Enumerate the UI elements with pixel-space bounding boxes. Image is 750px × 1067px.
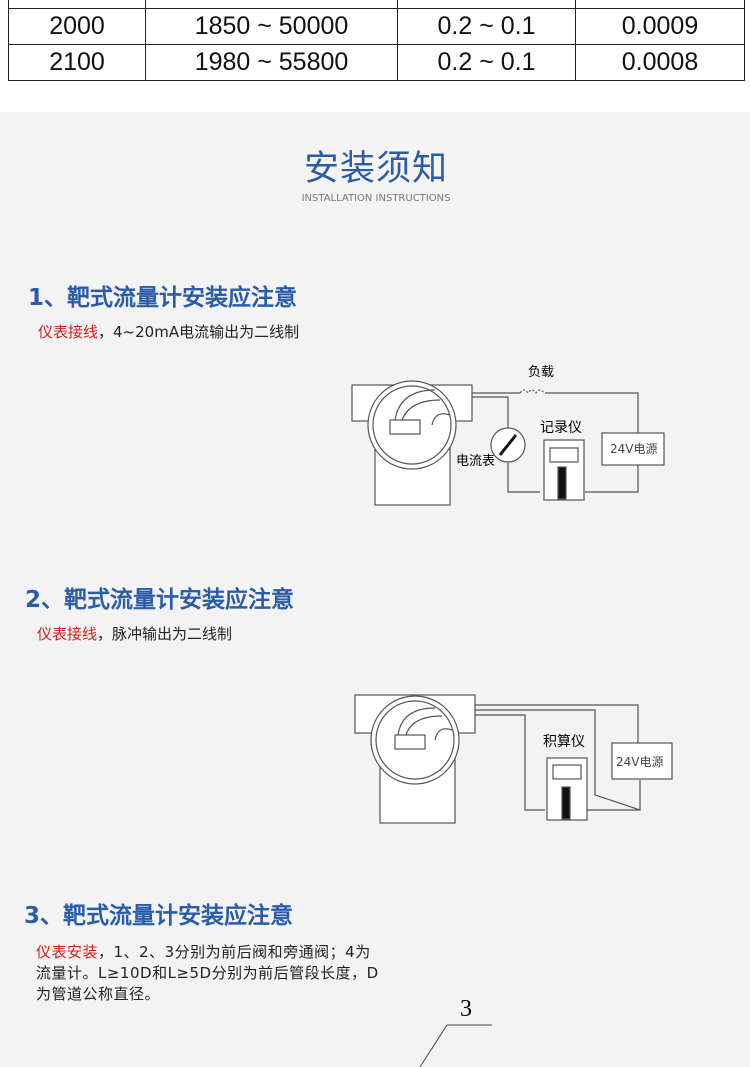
section-3: 3、靶式流量计安装应注意 仪表安装，1、2、3分别为前后阀和旁通阀；4为流量计。… bbox=[24, 896, 384, 1005]
cell: 2100 bbox=[8, 44, 146, 81]
table-row bbox=[8, 0, 745, 9]
cell: 1980 ~ 55800 bbox=[145, 44, 398, 81]
cell: 0.0008 bbox=[575, 44, 745, 81]
cell: 0.0009 bbox=[575, 8, 745, 45]
wiring-diagram-current: 负载 电流表 记录仪 24V电源 bbox=[351, 365, 665, 506]
power-label: 24V电源 bbox=[616, 755, 663, 769]
section-1: 1、靶式流量计安装应注意 仪表接线，4~20mA电流输出为二线制 bbox=[28, 278, 299, 343]
section-2: 2、靶式流量计安装应注意 仪表接线，脉冲输出为二线制 bbox=[25, 580, 294, 645]
cell: 2000 bbox=[8, 8, 146, 45]
cell: 0.2 ~ 0.1 bbox=[397, 8, 576, 45]
section-1-title: 1、靶式流量计安装应注意 bbox=[28, 285, 298, 311]
load-label: 负载 bbox=[528, 365, 554, 380]
cell: 1850 ~ 50000 bbox=[145, 8, 398, 45]
label-3: 3 bbox=[460, 996, 472, 1022]
power-label: 24V电源 bbox=[610, 442, 657, 456]
totalizer-label: 积算仪 bbox=[543, 734, 585, 750]
section-title: 安装须知 bbox=[303, 149, 448, 189]
ammeter-label: 电流表 bbox=[456, 454, 495, 469]
recorder-label: 记录仪 bbox=[540, 420, 582, 436]
section-header: 安装须知 INSTALLATION INSTRUCTIONS bbox=[4, 122, 748, 219]
wiring-diagram-pulse: 积算仪 24V电源 bbox=[354, 694, 673, 824]
installation-diagram: 3 bbox=[419, 996, 492, 1067]
section-subtitle: INSTALLATION INSTRUCTIONS bbox=[301, 193, 451, 204]
section-2-title: 2、靶式流量计安装应注意 bbox=[25, 587, 295, 613]
section-3-title: 3、靶式流量计安装应注意 bbox=[24, 903, 294, 929]
cell: 0.2 ~ 0.1 bbox=[397, 44, 576, 81]
